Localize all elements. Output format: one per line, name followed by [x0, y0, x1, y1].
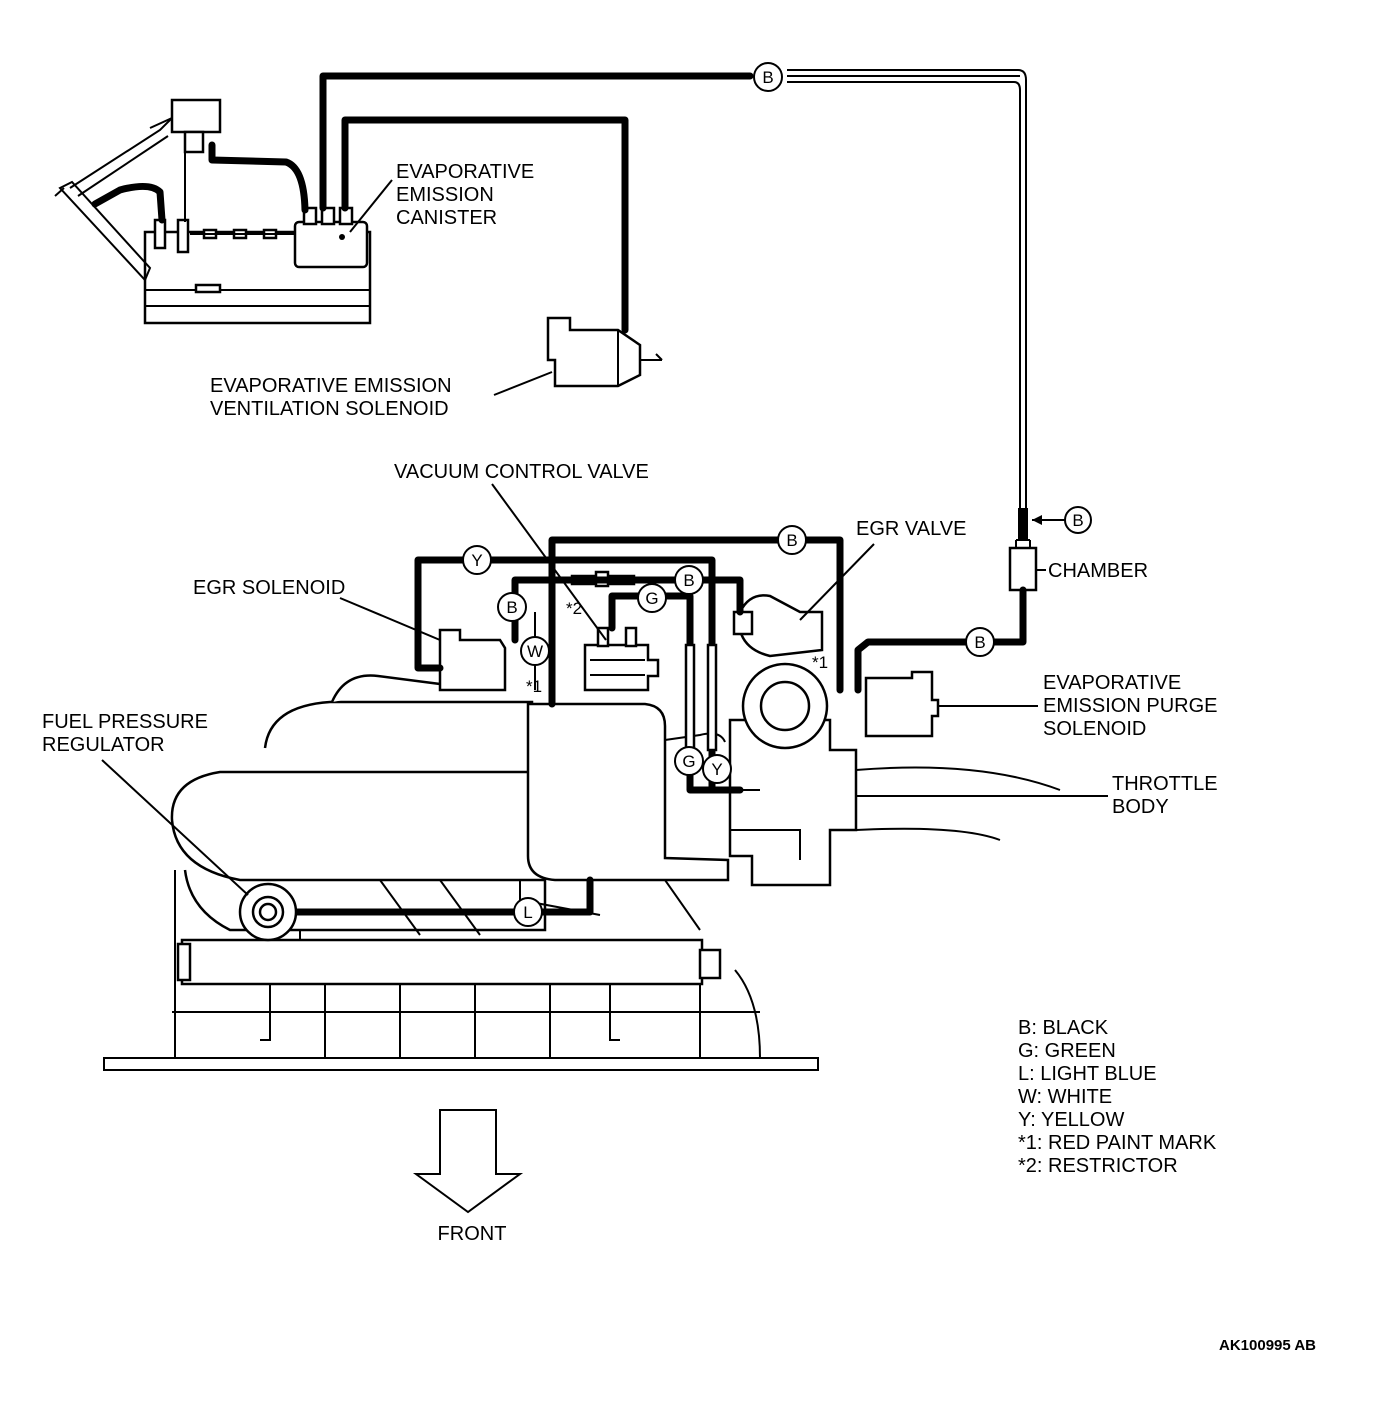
- callout-w-sol: W: [520, 636, 550, 666]
- callout-l-fpr-text: L: [523, 903, 532, 922]
- hose-black-egr-loop: [548, 536, 844, 708]
- chamber: [1008, 539, 1038, 592]
- label-egr-valve: EGR VALVE: [799, 518, 966, 621]
- label-canister: EVAPORATIVE EMISSION CANISTER: [349, 161, 534, 233]
- label-canister-line3: CANISTER: [396, 207, 497, 229]
- callout-b-top-text: B: [762, 68, 773, 87]
- front-arrow: FRONT: [412, 1109, 524, 1245]
- hose-egr-solenoid-to-plenum-yellow: [414, 556, 716, 672]
- cylinder-head: [103, 870, 819, 1071]
- callout-g-vcv: G: [637, 583, 667, 613]
- red-paint-mark-left: *1: [526, 677, 542, 696]
- hose-fpr-to-plenum-lightblue: [286, 876, 594, 916]
- ventilation-solenoid: [546, 316, 663, 388]
- callout-b-sol-text: B: [506, 598, 517, 617]
- hose-filler-vent: [91, 183, 166, 224]
- callout-y-low-text: Y: [711, 760, 722, 779]
- front-label: FRONT: [438, 1223, 507, 1245]
- red-paint-mark-right: *1: [812, 653, 828, 672]
- chamber-hose-black-mark: [1018, 508, 1028, 540]
- callout-w-sol-text: W: [527, 642, 543, 661]
- label-vacuum-control-valve: VACUUM CONTROL VALVE: [394, 461, 649, 641]
- label-egr-solenoid-text: EGR SOLENOID: [193, 577, 345, 599]
- label-fuel-pressure-regulator: FUEL PRESSURE REGULATOR: [42, 711, 249, 896]
- color-legend: B: BLACK G: GREEN L: LIGHT BLUE W: WHITE…: [1018, 1017, 1217, 1177]
- drawing-code: AK100995 AB: [1219, 1337, 1316, 1354]
- egr-valve: [732, 594, 829, 750]
- legend-item: *2: RESTRICTOR: [1018, 1155, 1178, 1177]
- callout-b-sol: B: [497, 592, 527, 622]
- throttle-body: [728, 718, 1061, 887]
- callout-b-top: B: [753, 62, 783, 92]
- callout-y-left: Y: [462, 545, 492, 575]
- legend-item: *1: RED PAINT MARK: [1018, 1132, 1217, 1154]
- hose-canister-to-purge-line: [319, 72, 754, 212]
- callout-b-vcv-text: B: [683, 571, 694, 590]
- callout-y-low: Y: [702, 754, 732, 784]
- evaporative-emission-canister: [293, 206, 369, 269]
- callout-y-left-text: Y: [471, 551, 482, 570]
- label-ventilation-line2: VENTILATION SOLENOID: [210, 398, 449, 420]
- label-ventilation-solenoid: EVAPORATIVE EMISSION VENTILATION SOLENOI…: [210, 371, 553, 420]
- legend-item: Y: YELLOW: [1018, 1109, 1124, 1131]
- label-throttle-line1: THROTTLE: [1112, 773, 1218, 795]
- legend-item: L: LIGHT BLUE: [1018, 1063, 1157, 1085]
- intake-manifold: [170, 674, 701, 936]
- legend-item: B: BLACK: [1018, 1017, 1109, 1039]
- callout-g-low: G: [674, 746, 704, 776]
- label-canister-line2: EMISSION: [396, 184, 494, 206]
- tank-vent-valve: [149, 98, 295, 254]
- fuel-pressure-regulator: [238, 882, 298, 942]
- evaporative-emission-purge-solenoid: [864, 670, 940, 738]
- callout-g-vcv-text: G: [645, 589, 658, 608]
- callout-b-purge: B: [965, 627, 995, 657]
- hose-canister-to-ventilation-solenoid: [341, 116, 629, 334]
- fuel-rail: [176, 912, 722, 986]
- callout-b-purge-text: B: [974, 633, 985, 652]
- callout-b-chamber: B: [1032, 506, 1092, 534]
- callout-b-vcv: B: [674, 565, 704, 595]
- callout-g-low-text: G: [682, 752, 695, 771]
- label-canister-line1: EVAPORATIVE: [396, 161, 534, 183]
- label-vacuum-control-valve-text: VACUUM CONTROL VALVE: [394, 461, 649, 483]
- restrictor-mark: *2: [566, 599, 582, 618]
- callout-b-egr: B: [777, 525, 807, 555]
- callout-b-chamber-text: B: [1072, 511, 1083, 530]
- hose-tank-to-canister: [208, 141, 309, 214]
- label-purge-line3: SOLENOID: [1043, 718, 1146, 740]
- label-purge-solenoid: EVAPORATIVE EMISSION PURGE SOLENOID: [938, 672, 1217, 740]
- hose-chamber-to-purge-solenoid: [854, 586, 1027, 694]
- egr-solenoid: [438, 628, 507, 692]
- label-chamber-text: CHAMBER: [1048, 560, 1148, 582]
- legend-item: G: GREEN: [1018, 1040, 1116, 1062]
- label-egr-solenoid: EGR SOLENOID: [193, 577, 441, 641]
- label-throttle-line2: BODY: [1112, 796, 1169, 818]
- label-purge-line1: EVAPORATIVE: [1043, 672, 1181, 694]
- label-chamber: CHAMBER: [1036, 560, 1148, 582]
- callout-l-fpr: L: [513, 897, 543, 927]
- callout-b-egr-text: B: [786, 531, 797, 550]
- label-purge-line2: EMISSION PURGE: [1043, 695, 1217, 717]
- label-ventilation-line1: EVAPORATIVE EMISSION: [210, 375, 452, 397]
- legend-item: W: WHITE: [1018, 1086, 1112, 1108]
- label-fpr-line1: FUEL PRESSURE: [42, 711, 208, 733]
- label-throttle-body: THROTTLE BODY: [856, 773, 1218, 818]
- label-fpr-line2: REGULATOR: [42, 734, 165, 756]
- label-egr-valve-text: EGR VALVE: [856, 518, 966, 540]
